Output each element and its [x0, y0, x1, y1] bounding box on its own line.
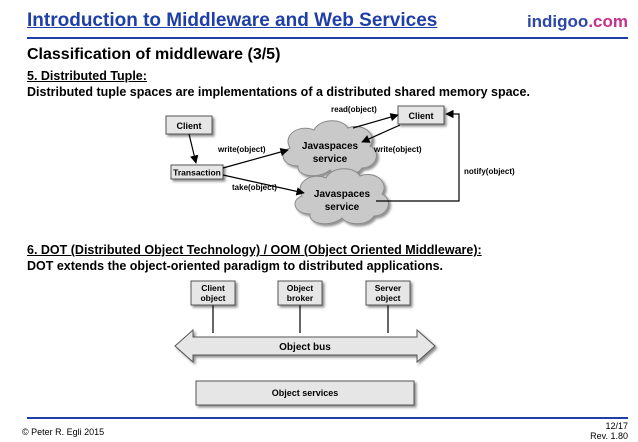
service2-label-line1: Javaspaces [314, 189, 371, 200]
header-rule [27, 37, 628, 39]
service1-label-line1: Javaspaces [302, 141, 359, 152]
client-left-label: Client [176, 121, 201, 131]
object-broker-box: Object broker [277, 280, 323, 306]
object-bus-diagram: Client object Object broker Server objec… [174, 280, 436, 406]
service1-label-line2: service [313, 154, 348, 165]
write-right-label: write(object) [373, 145, 422, 154]
write-left-label: write(object) [217, 145, 266, 154]
service2-label-line2: service [325, 202, 360, 213]
object-broker-line2: broker [287, 293, 314, 303]
javaspaces-service-cloud-2 [294, 168, 389, 225]
take-label: take(object) [232, 183, 277, 192]
read-label: read(object) [331, 105, 377, 114]
object-broker-line1: Object [287, 283, 314, 293]
footer-page-number: 12/17 [605, 421, 628, 431]
notify-label: notify(object) [464, 167, 515, 176]
section5-text: Distributed tuple spaces are implementat… [27, 85, 530, 99]
footer-rule [27, 417, 628, 419]
read-arrow [352, 113, 399, 129]
client-object-line1: Client [201, 283, 225, 293]
write-right-arrow [361, 124, 401, 143]
server-object-box: Server object [365, 280, 411, 306]
javaspaces-service-cloud-1 [282, 120, 377, 177]
object-bus-label: Object bus [279, 342, 331, 353]
take-arrow [222, 174, 305, 196]
object-services-box: Object services [195, 380, 415, 406]
client-right-box: Client [397, 105, 445, 125]
write-left-arrow [222, 147, 289, 169]
client-object-line2: object [200, 293, 225, 303]
slide-heading: Classification of middleware (3/5) [27, 46, 281, 63]
client-left-box: Client [165, 115, 213, 135]
section5-title: 5. Distributed Tuple: [27, 69, 147, 83]
object-services-label: Object services [272, 388, 339, 398]
footer-revision: Rev. 1.80 [590, 431, 628, 441]
brand-tld: .com [588, 12, 628, 31]
brand-name: indigoo [526, 12, 589, 31]
footer-copyright: © Peter R. Egli 2015 [22, 427, 105, 437]
object-bus-arrow: Object bus [174, 328, 436, 364]
server-object-line1: Server [375, 283, 402, 293]
transaction-label: Transaction [173, 168, 221, 178]
notify-arrow [376, 109, 460, 202]
section6-title: 6. DOT (Distributed Object Technology) /… [27, 243, 482, 257]
brand-logo: indigoo.com [527, 12, 628, 32]
server-object-line2: object [375, 293, 400, 303]
tuple-space-diagram: Javaspaces service Javaspaces service Cl… [165, 105, 515, 225]
client-object-box: Client object [190, 280, 236, 306]
client-right-label: Client [408, 111, 433, 121]
transaction-box: Transaction [170, 164, 224, 180]
header-title: Introduction to Middleware and Web Servi… [27, 10, 438, 31]
client-to-transaction-arrow [188, 133, 199, 164]
section6-text: DOT extends the object-oriented paradigm… [27, 259, 444, 273]
